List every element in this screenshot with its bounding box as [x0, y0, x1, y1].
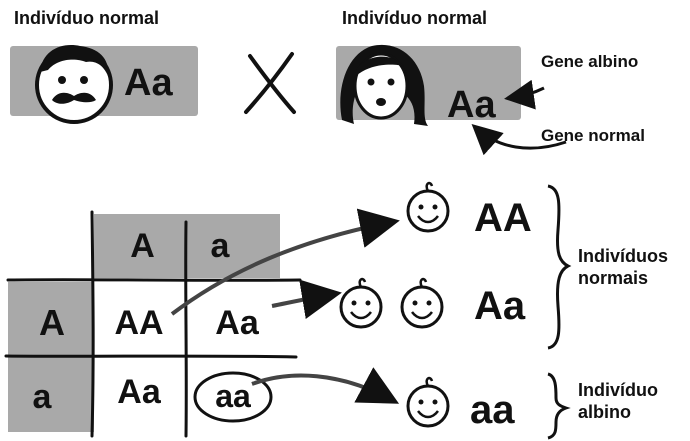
normal-group-label-line1: Indivíduos [578, 246, 668, 266]
punnett-top-header-A: A [130, 226, 155, 265]
cross-symbol [236, 48, 306, 118]
punnett-left-header-a: a [32, 377, 52, 416]
normal-group-brace [547, 184, 572, 350]
punnett-cell-Aa-top: Aa [215, 303, 259, 342]
baby-aa-icon [406, 376, 450, 428]
mother-label: Indivíduo normal [342, 8, 488, 28]
arrow-to-aa [251, 367, 400, 404]
baby-Aa-1-icon [339, 277, 383, 329]
punnett-cell-Aa-bottom: Aa [117, 372, 161, 411]
normal-gene-label: Gene normal [541, 126, 645, 145]
albino-gene-arrow [504, 79, 545, 110]
mother-face-icon [340, 44, 428, 127]
punnett-grid [4, 210, 302, 438]
baby-Aa-2-icon [400, 277, 444, 329]
albino-label-line2: albino [578, 401, 631, 422]
offspring-aa-genotype: aa [470, 388, 515, 432]
albino-label: Indivíduo albino [578, 380, 658, 423]
albino-label-line1: Indivíduo [578, 380, 658, 400]
offspring-Aa-genotype: Aa [474, 284, 526, 328]
baby-AA-icon [406, 181, 450, 233]
aa-circle [193, 371, 273, 423]
albino-gene-label: Gene albino [541, 52, 639, 71]
normal-group-label: Indivíduos normais [578, 246, 668, 289]
arrow-to-AA [170, 208, 400, 316]
normal-gene-arrow [471, 123, 567, 156]
punnett-top-header-a: a [210, 226, 230, 265]
father-genotype: Aa [124, 62, 173, 104]
normal-group-label-line2: normais [578, 267, 649, 288]
albino-brace [547, 372, 571, 440]
punnett-left-header-A: A [39, 302, 65, 343]
punnett-cell-AA: AA [114, 303, 164, 342]
arrow-to-Aa [271, 279, 342, 319]
mother-genotype: Aa [447, 84, 496, 126]
punnett-cell-aa: aa [215, 377, 251, 414]
father-face-icon [35, 45, 113, 124]
offspring-AA-genotype: AA [474, 196, 532, 240]
father-label: Indivíduo normal [14, 8, 160, 28]
